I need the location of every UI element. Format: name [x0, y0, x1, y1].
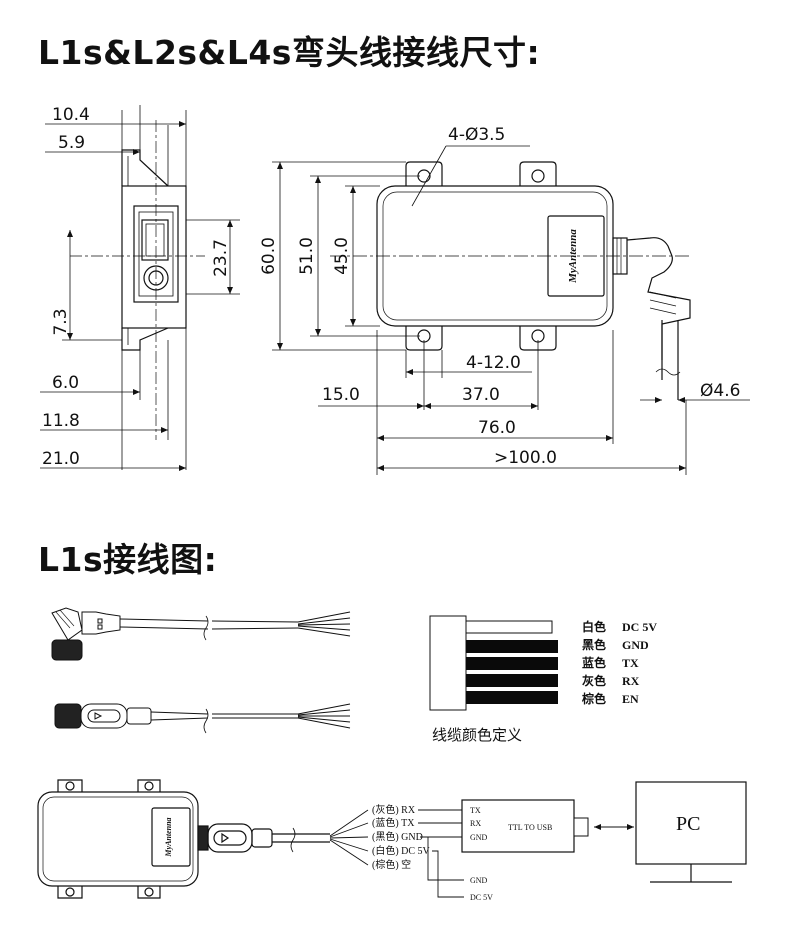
usb-pin-label: TX: [470, 806, 481, 815]
dim-60-0: 60.0: [259, 237, 279, 275]
brand-label-wiring: MyAntenna: [164, 817, 173, 857]
dim-76-0: 76.0: [478, 418, 516, 438]
usb-adapter-label: TTL TO USB: [508, 823, 552, 832]
dim-23-7: 23.7: [211, 239, 231, 277]
color-legend: 白色 DC 5V 黑色 GND 蓝色 TX 灰色 RX 棕色 EN 线缆颜色定义: [429, 615, 657, 744]
wire-label: (白色) DC 5V: [372, 844, 431, 857]
dim-7-3: 7.3: [51, 308, 71, 335]
pc-monitor: [635, 781, 747, 865]
legend-color: 灰色: [582, 673, 606, 688]
legend-caption: 线缆颜色定义: [432, 726, 522, 744]
legend-color: 黑色: [582, 637, 606, 652]
legend-signal: GND: [622, 638, 649, 652]
dim-37-0: 37.0: [462, 385, 500, 405]
cable-straight-drawing: [54, 703, 351, 734]
title-wiring: L1s接线图:: [38, 540, 218, 579]
wire-black: [466, 640, 558, 653]
dim-15-0: 15.0: [322, 385, 360, 405]
brand-label-top-view: MyAntenna: [567, 229, 579, 284]
wire-labels: (灰色) RX (蓝色) TX (黑色) GND (白色) DC 5V (棕色)…: [372, 803, 431, 871]
legend-signal: RX: [622, 674, 640, 688]
legend-signal: TX: [622, 656, 639, 670]
usb-pin-label: GND: [470, 833, 488, 842]
module-wiring-drawing: [37, 779, 369, 899]
dim-10-4: 10.4: [52, 105, 90, 125]
wire-label: (棕色) 空: [372, 858, 411, 871]
legend-signal: EN: [622, 692, 639, 706]
brand-logo: MyAntenna: [567, 229, 579, 284]
wire-label: (灰色) RX: [372, 803, 416, 816]
dim-21-0: 21.0: [42, 449, 80, 469]
top-view-dimension-labels: 4-Ø3.5 60.0 51.0 45.0 4-12.0 15.0 37.0 Ø…: [259, 125, 740, 468]
wire-brown: [466, 691, 558, 704]
top-view-drawing: [330, 161, 691, 400]
pc-connection: PC: [594, 781, 747, 883]
usb-pin-label: RX: [470, 819, 481, 828]
wiring-connections: [418, 809, 464, 898]
dim-45-0: 45.0: [332, 237, 352, 275]
dim-11-8: 11.8: [42, 411, 80, 431]
legend-color: 棕色: [581, 691, 606, 706]
legend-signal: DC 5V: [622, 620, 657, 634]
title-dimensions: L1s&L2s&L4s弯头线接线尺寸:: [38, 33, 541, 72]
dim-total: >100.0: [494, 448, 557, 468]
dim-6-0: 6.0: [52, 373, 79, 393]
legend-color: 蓝色: [582, 655, 606, 670]
side-view-dimension-labels: 10.4 5.9 23.7 7.3 6.0 11.8 21.0: [42, 105, 231, 469]
dim-holes: 4-Ø3.5: [448, 125, 505, 145]
side-view-dimension-lines: [40, 105, 240, 471]
dim-5-9: 5.9: [58, 133, 85, 153]
dim-51-0: 51.0: [297, 237, 317, 275]
wire-label: (黑色) GND: [372, 830, 423, 843]
dim-slots: 4-12.0: [466, 353, 521, 373]
wire-white: [465, 620, 553, 634]
power-pin-label: DC 5V: [470, 893, 493, 902]
top-view-dimension-lines: [272, 145, 750, 475]
wire-label: (蓝色) TX: [372, 816, 415, 829]
wire-blue: [466, 657, 558, 670]
usb-adapter: TX RX GND TTL TO USB GND DC 5V: [461, 799, 589, 902]
cable-elbow-drawing: [51, 607, 351, 661]
power-pin-label: GND: [470, 876, 488, 885]
dim-cable-diameter: Ø4.6: [700, 381, 740, 401]
legend-color: 白色: [582, 619, 606, 634]
wire-gray: [466, 674, 558, 687]
pc-label: PC: [676, 813, 700, 835]
